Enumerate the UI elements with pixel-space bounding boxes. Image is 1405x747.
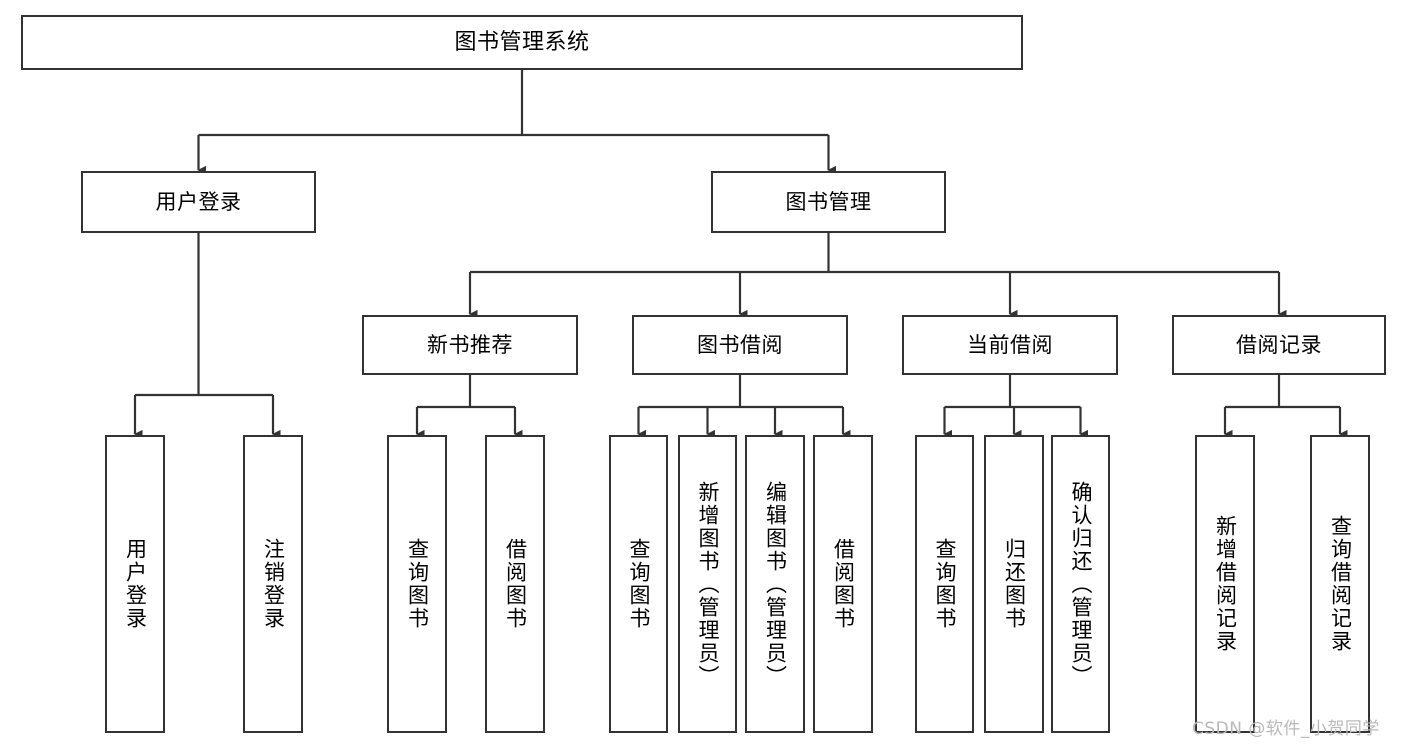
node-root-book-management-system[interactable]: 图书管理系统 bbox=[21, 15, 1023, 70]
node-leaf-query-borrow-record[interactable]: 查询借阅记录 bbox=[1310, 435, 1370, 733]
node-label: 新书推荐 bbox=[427, 332, 513, 357]
node-leaf-return-books[interactable]: 归还图书 bbox=[984, 435, 1044, 733]
node-leaf-query-books-borrowing[interactable]: 查询图书 bbox=[609, 435, 668, 733]
connector-lines bbox=[133, 70, 1348, 439]
node-user-login[interactable]: 用户登录 bbox=[81, 171, 316, 233]
node-label: 新增图书（管理员） bbox=[696, 480, 720, 688]
node-label: 注销登录 bbox=[261, 538, 286, 630]
node-label: 当前借阅 bbox=[967, 332, 1053, 357]
node-current-borrowing[interactable]: 当前借阅 bbox=[902, 315, 1118, 375]
node-label: 借阅图书 bbox=[831, 538, 856, 630]
node-label: 图书管理 bbox=[785, 189, 872, 214]
node-leaf-user-login[interactable]: 用户登录 bbox=[105, 435, 165, 733]
node-leaf-query-books-recommend[interactable]: 查询图书 bbox=[387, 435, 447, 733]
node-label: 新增借阅记录 bbox=[1213, 515, 1238, 653]
node-label: 编辑图书（管理员） bbox=[763, 480, 788, 688]
node-label: 用户登录 bbox=[155, 189, 242, 214]
node-label: 查询借阅记录 bbox=[1328, 515, 1353, 653]
node-leaf-logout[interactable]: 注销登录 bbox=[243, 435, 303, 733]
node-new-book-recommendation[interactable]: 新书推荐 bbox=[362, 315, 578, 375]
node-leaf-query-books-current[interactable]: 查询图书 bbox=[915, 435, 974, 733]
node-leaf-edit-book-admin[interactable]: 编辑图书（管理员） bbox=[745, 435, 805, 733]
node-label: 查询图书 bbox=[627, 538, 651, 630]
node-label: 确认归还（管理员） bbox=[1069, 480, 1093, 688]
node-borrow-records[interactable]: 借阅记录 bbox=[1172, 315, 1386, 375]
node-label: 借阅记录 bbox=[1236, 332, 1322, 357]
node-leaf-add-borrow-record[interactable]: 新增借阅记录 bbox=[1195, 435, 1255, 733]
node-label: 借阅图书 bbox=[503, 538, 528, 630]
node-leaf-add-book-admin[interactable]: 新增图书（管理员） bbox=[678, 435, 737, 733]
node-leaf-borrow-books-recommend[interactable]: 借阅图书 bbox=[485, 435, 545, 733]
node-label: 查询图书 bbox=[933, 538, 957, 630]
node-label: 图书借阅 bbox=[697, 332, 783, 357]
node-label: 归还图书 bbox=[1002, 538, 1027, 630]
node-leaf-borrow-books-borrowing[interactable]: 借阅图书 bbox=[813, 435, 873, 733]
node-label: 用户登录 bbox=[123, 538, 148, 630]
node-label: 图书管理系统 bbox=[454, 29, 590, 55]
node-leaf-confirm-return-admin[interactable]: 确认归还（管理员） bbox=[1051, 435, 1110, 733]
node-label: 查询图书 bbox=[405, 538, 430, 630]
node-book-borrowing[interactable]: 图书借阅 bbox=[632, 315, 848, 375]
node-book-management[interactable]: 图书管理 bbox=[711, 171, 946, 233]
csdn-watermark: CSDN @软件_小贺同学 bbox=[1192, 719, 1380, 739]
